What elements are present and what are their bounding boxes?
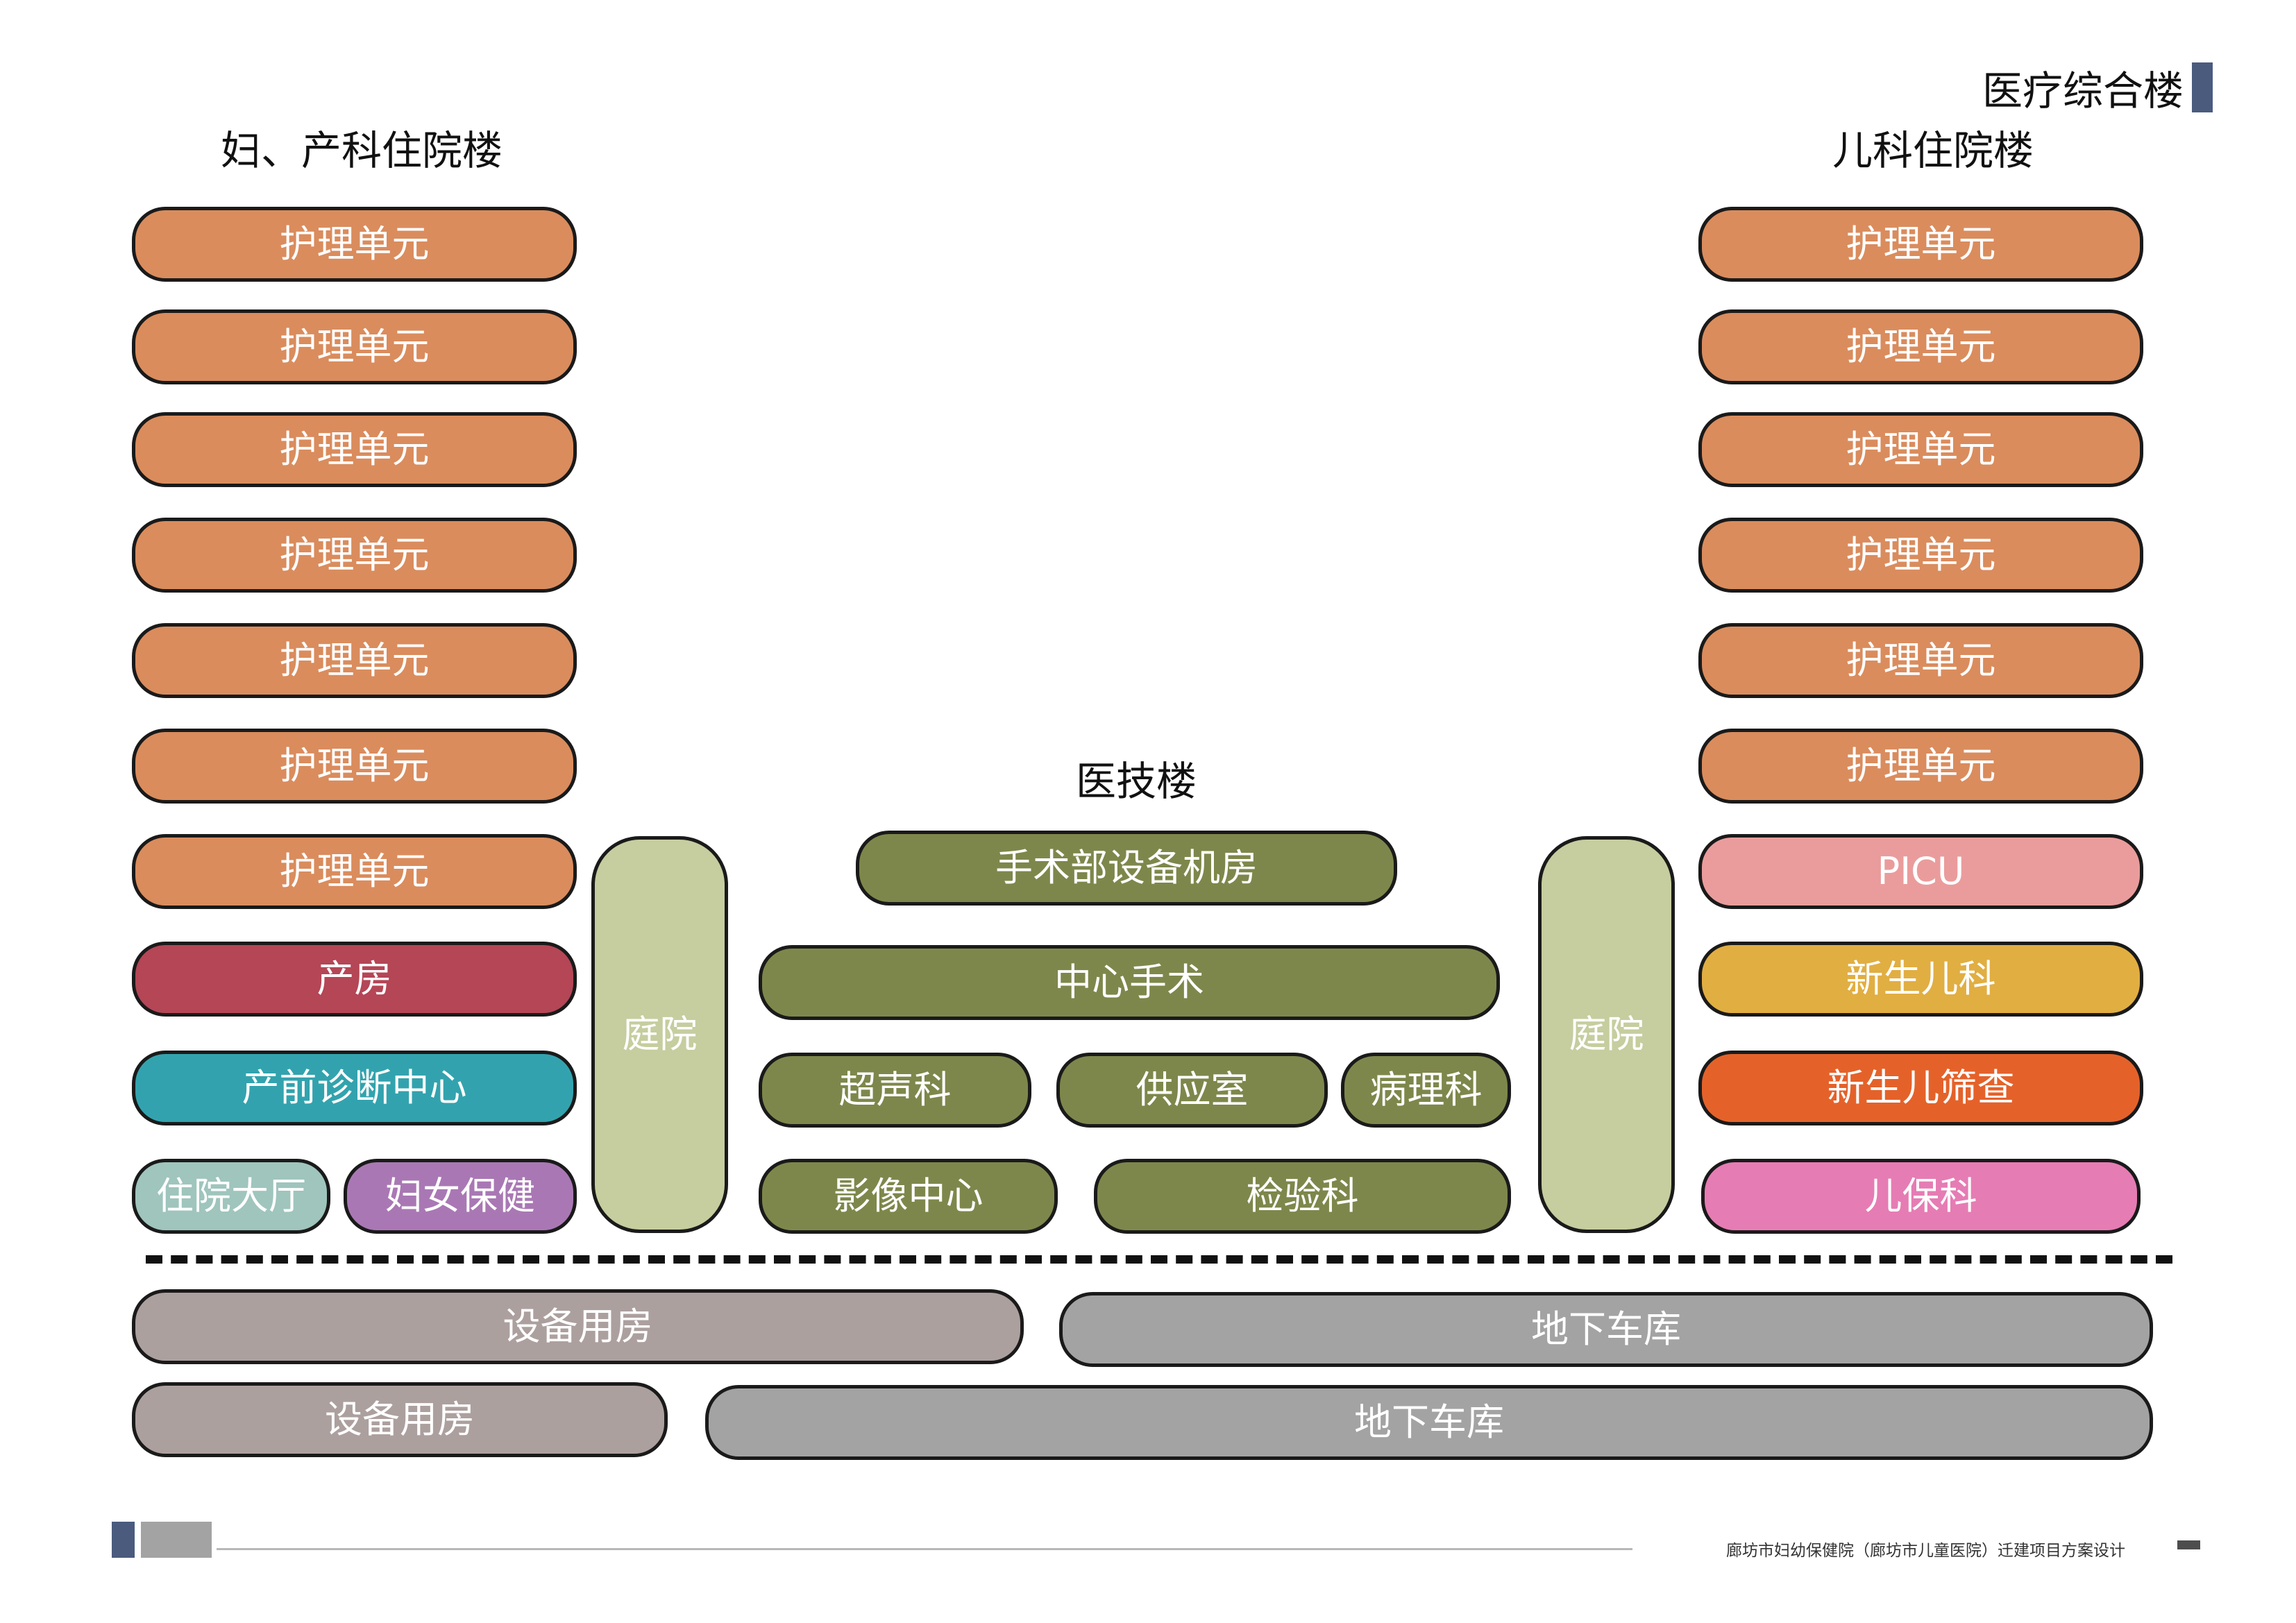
left-building-heading: 妇、产科住院楼 bbox=[221, 127, 503, 174]
delivery-room: 产房 bbox=[132, 942, 577, 1017]
right-nursing-unit: 护理单元 bbox=[1698, 623, 2143, 698]
right-building-heading: 儿科住院楼 bbox=[1832, 127, 2034, 174]
page-title: 医疗综合楼 bbox=[1982, 67, 2184, 114]
neonatal-screening: 新生儿筛查 bbox=[1698, 1051, 2143, 1125]
left-nursing-unit: 护理单元 bbox=[132, 412, 577, 487]
pathology-dept: 病理科 bbox=[1341, 1053, 1511, 1128]
footer-grey-block bbox=[141, 1522, 212, 1558]
basement-garage-lower: 地下车库 bbox=[705, 1385, 2153, 1460]
right-nursing-unit: 护理单元 bbox=[1698, 309, 2143, 384]
ground-level-divider bbox=[146, 1255, 2172, 1264]
left-nursing-unit: 护理单元 bbox=[132, 309, 577, 384]
basement-equipment-room-lower: 设备用房 bbox=[132, 1382, 668, 1457]
courtyard-left: 庭院 bbox=[591, 836, 728, 1233]
prenatal-diagnosis-center: 产前诊断中心 bbox=[132, 1051, 577, 1125]
left-nursing-unit: 护理单元 bbox=[132, 518, 577, 593]
inpatient-lobby: 住院大厅 bbox=[132, 1159, 330, 1234]
neonatal-dept: 新生儿科 bbox=[1698, 942, 2143, 1017]
footer-project-name: 廊坊市妇幼保健院（廊坊市儿童医院）迁建项目方案设计 bbox=[1726, 1542, 2125, 1560]
surgery-equipment-room: 手术部设备机房 bbox=[856, 831, 1397, 906]
womens-health-care: 妇女保健 bbox=[344, 1159, 577, 1234]
left-nursing-unit: 护理单元 bbox=[132, 729, 577, 804]
imaging-center: 影像中心 bbox=[759, 1159, 1058, 1234]
footer-end-mark bbox=[2177, 1540, 2200, 1549]
left-nursing-unit: 护理单元 bbox=[132, 834, 577, 909]
basement-equipment-room-upper: 设备用房 bbox=[132, 1289, 1024, 1364]
central-surgery: 中心手术 bbox=[759, 945, 1500, 1020]
right-nursing-unit: 护理单元 bbox=[1698, 729, 2143, 804]
laboratory-dept: 检验科 bbox=[1094, 1159, 1511, 1234]
basement-garage-upper: 地下车库 bbox=[1059, 1292, 2153, 1367]
center-building-heading: 医技楼 bbox=[1076, 758, 1197, 805]
page-title-block: 医疗综合楼 bbox=[1982, 62, 2213, 114]
right-nursing-unit: 护理单元 bbox=[1698, 518, 2143, 593]
ultrasound-dept: 超声科 bbox=[759, 1053, 1031, 1128]
picu: PICU bbox=[1698, 834, 2143, 909]
supply-room: 供应室 bbox=[1056, 1053, 1328, 1128]
footer-rule bbox=[217, 1548, 1632, 1550]
right-nursing-unit: 护理单元 bbox=[1698, 412, 2143, 487]
right-nursing-unit: 护理单元 bbox=[1698, 207, 2143, 282]
left-nursing-unit: 护理单元 bbox=[132, 623, 577, 698]
courtyard-right: 庭院 bbox=[1538, 836, 1675, 1233]
footer-accent-block bbox=[112, 1522, 135, 1558]
title-accent-bar bbox=[2192, 62, 2213, 112]
child-care-dept: 儿保科 bbox=[1701, 1159, 2141, 1234]
left-nursing-unit: 护理单元 bbox=[132, 207, 577, 282]
